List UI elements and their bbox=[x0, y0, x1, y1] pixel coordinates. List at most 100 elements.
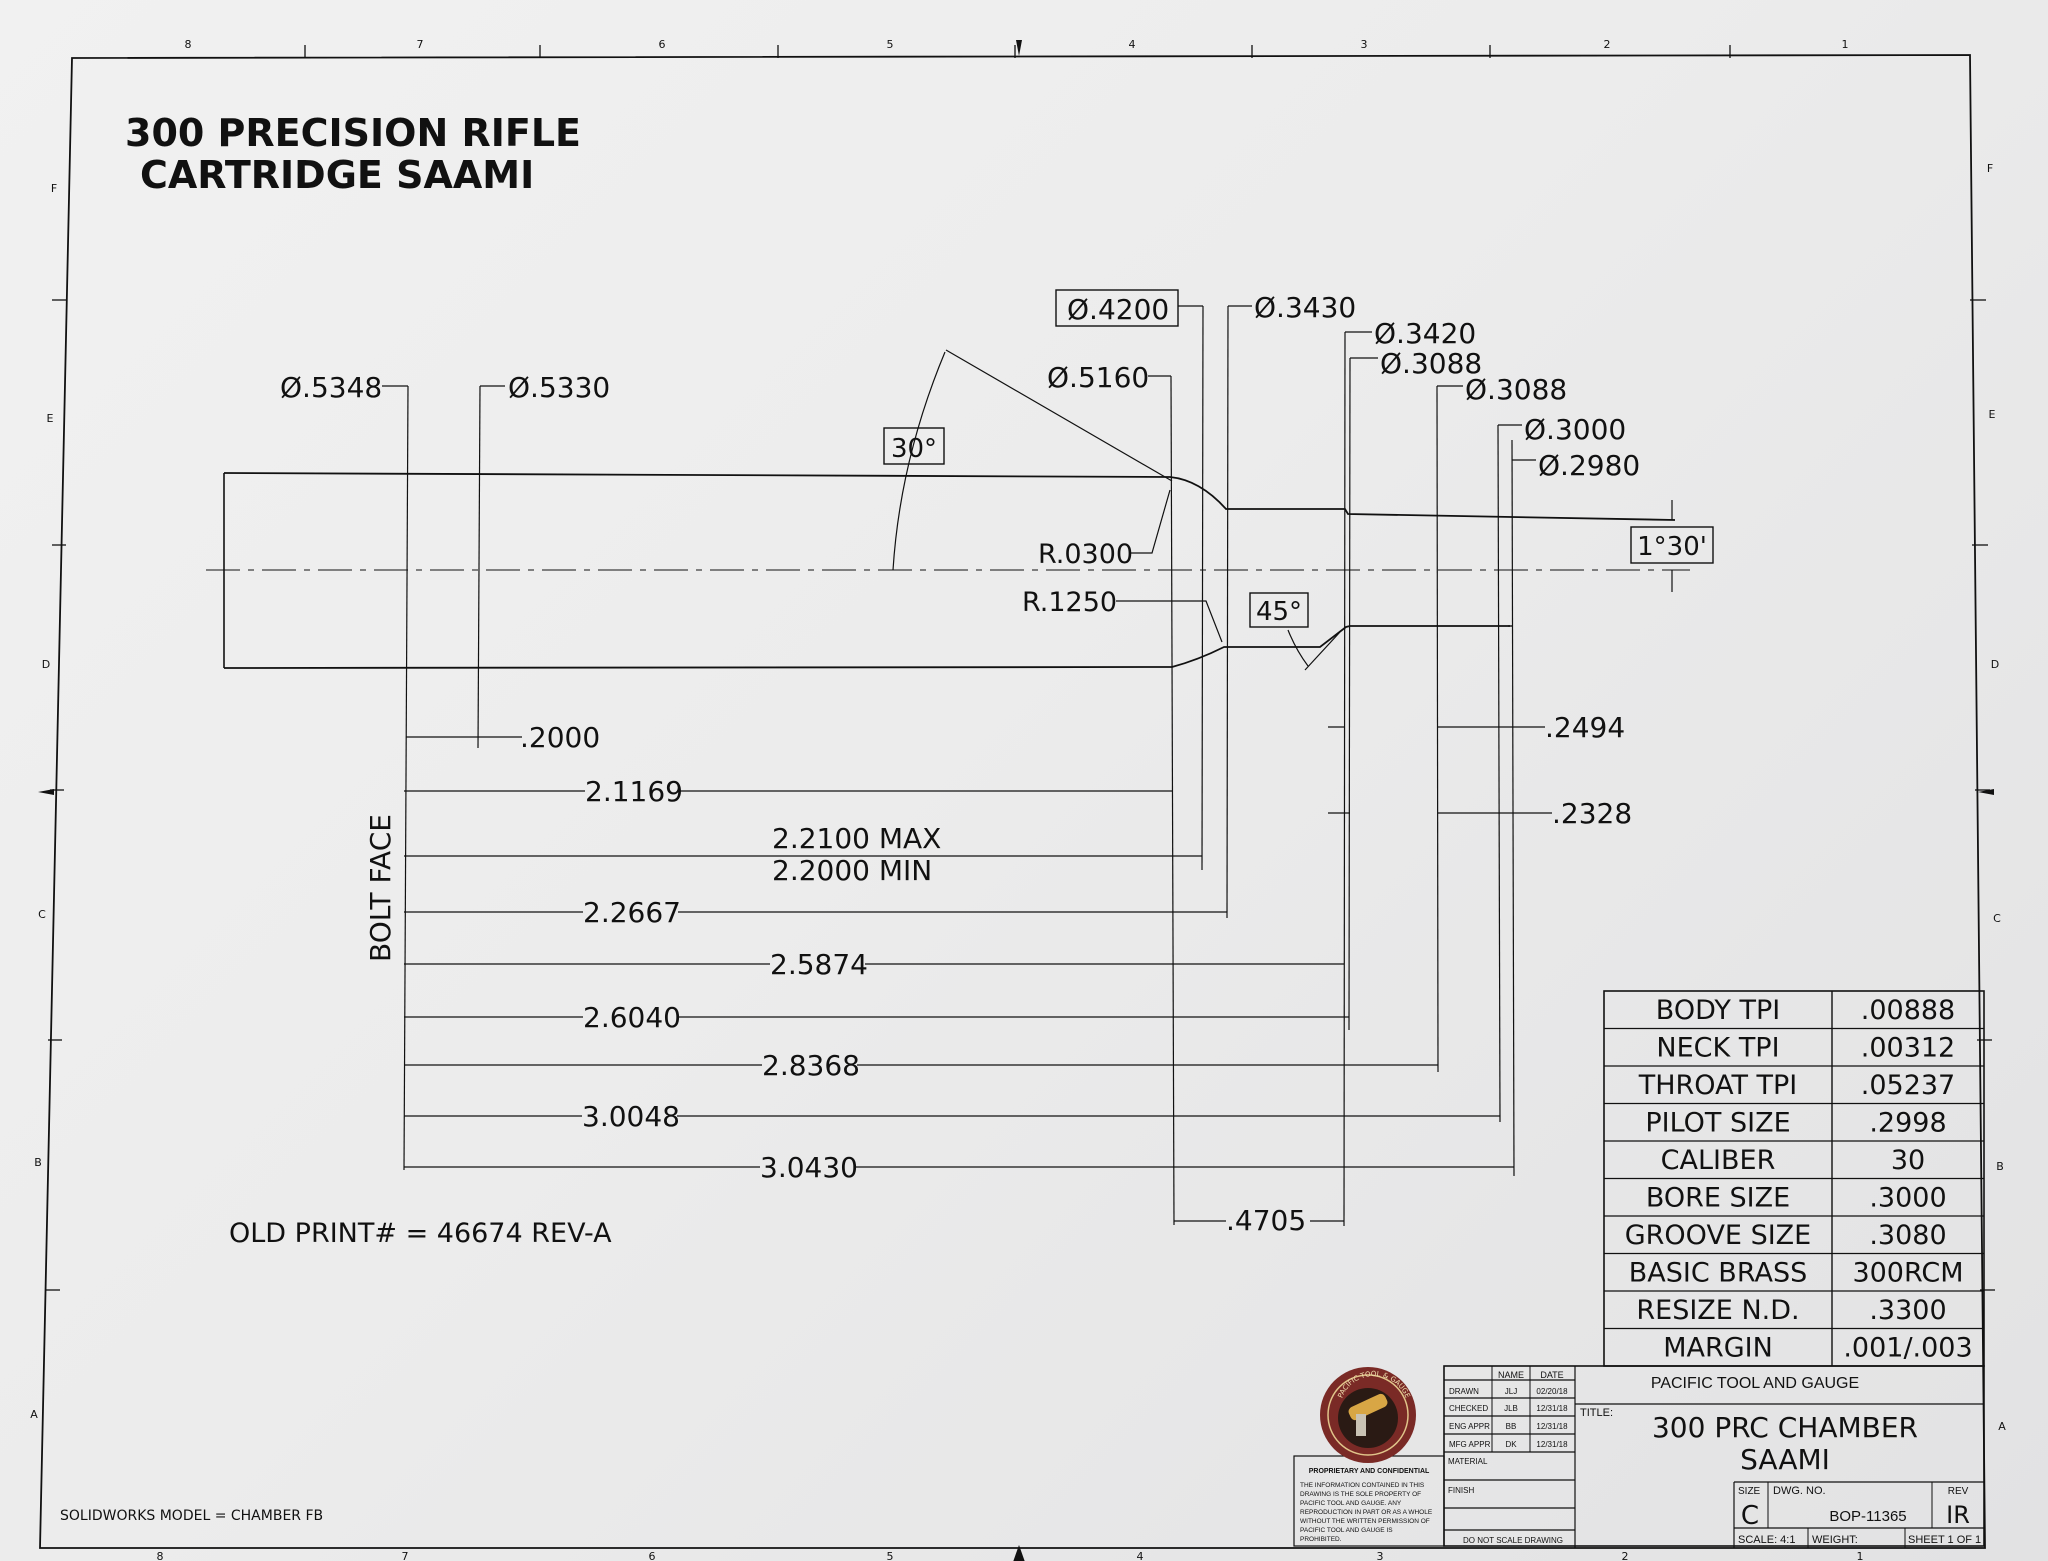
row-eng-appr-role: ENG APPR bbox=[1449, 1422, 1490, 1431]
row-eng-appr-date: 12/31/18 bbox=[1536, 1422, 1568, 1431]
svg-text:Ø.2980: Ø.2980 bbox=[1538, 449, 1640, 482]
zone-top-7: 7 bbox=[417, 38, 424, 51]
dim-dia-3088-throat: Ø.3088 bbox=[1437, 373, 1567, 406]
spec-label: BORE SIZE bbox=[1646, 1183, 1790, 1214]
angle-45: 45° bbox=[1249, 592, 1341, 671]
spec-label: RESIZE N.D. bbox=[1636, 1295, 1799, 1326]
svg-text:Ø.4200: Ø.4200 bbox=[1067, 293, 1169, 326]
dim-len-2-5874-value: 2.5874 bbox=[770, 948, 868, 981]
zone-bottom-2: 2 bbox=[1622, 1550, 1629, 1561]
drawing-title-line2: CARTRIDGE SAAMI bbox=[140, 153, 534, 197]
spec-value: .3300 bbox=[1869, 1295, 1946, 1326]
dim-len-3-0430-value: 3.0430 bbox=[760, 1151, 858, 1184]
spec-label: THROAT TPI bbox=[1638, 1070, 1798, 1101]
solidworks-note: SOLIDWORKS MODEL = CHAMBER FB bbox=[60, 1508, 323, 1524]
dim-len-3-0430: 3.0430 bbox=[404, 1151, 1514, 1184]
dim-len-2-6040-value: 2.6040 bbox=[583, 1001, 681, 1034]
row-checked-name: JLB bbox=[1504, 1404, 1518, 1413]
svg-text:Ø.5348: Ø.5348 bbox=[280, 371, 382, 404]
dim-len-2-8368-value: 2.8368 bbox=[762, 1049, 860, 1082]
zone-top-1: 1 bbox=[1842, 38, 1849, 51]
zone-top-5: 5 bbox=[887, 38, 894, 51]
no-scale-note: DO NOT SCALE DRAWING bbox=[1463, 1536, 1563, 1545]
dim-len-3-0048: 3.0048 bbox=[404, 1100, 1500, 1133]
dim-len-2-2100-max: 2.2100 MAX bbox=[772, 822, 941, 855]
spec-value: 300RCM bbox=[1852, 1258, 1963, 1289]
angle-45-label: 45° bbox=[1256, 597, 1302, 627]
radius-0300-label: R.0300 bbox=[1038, 539, 1133, 570]
diameter-symbol: Ø bbox=[1067, 293, 1089, 326]
dwg-no-value: BOP-11365 bbox=[1829, 1508, 1906, 1525]
dim-dia-4200-value: .4200 bbox=[1089, 293, 1169, 326]
drawing-border bbox=[39, 54, 1986, 1549]
zone-bottom-1: 1 bbox=[1857, 1550, 1864, 1561]
drawing-title-line1: 300 PRECISION RIFLE bbox=[125, 111, 581, 155]
dim-dia-2980: Ø.2980 bbox=[1512, 449, 1640, 482]
dim-len-2-1169: 2.1169 bbox=[404, 775, 1172, 808]
proprietary-line-3: PACIFIC TOOL AND GAUGE. ANY bbox=[1300, 1500, 1402, 1507]
size-value: C bbox=[1741, 1501, 1759, 1531]
zone-bottom-7: 7 bbox=[402, 1550, 409, 1561]
spec-label: CALIBER bbox=[1661, 1145, 1776, 1176]
proprietary-line-7: PROHIBITED. bbox=[1300, 1536, 1342, 1543]
extension-lines bbox=[403, 305, 1515, 1227]
zone-top-3: 3 bbox=[1361, 38, 1368, 51]
proprietary-line-6: PACIFIC TOOL AND GAUGE IS bbox=[1300, 1527, 1393, 1534]
spec-value: .3000 bbox=[1869, 1183, 1946, 1214]
zone-left-d: D bbox=[42, 658, 50, 671]
title-label: TITLE: bbox=[1580, 1407, 1613, 1419]
zone-right-a: A bbox=[1998, 1420, 2006, 1433]
zone-right-e: E bbox=[1989, 408, 1996, 421]
diameter-callouts: Ø.5348 Ø.5330 Ø.5160 Ø.4200 Ø.3430 Ø.342… bbox=[280, 289, 1640, 482]
dim-len-2-2000-min: 2.2000 MIN bbox=[772, 854, 932, 887]
part-title-line2: SAAMI bbox=[1740, 1443, 1830, 1476]
dim-dia-3420-value: .3420 bbox=[1396, 317, 1476, 350]
row-checked-date: 12/31/18 bbox=[1536, 1404, 1568, 1413]
zone-bottom-4: 4 bbox=[1137, 1550, 1144, 1561]
spec-value: .3080 bbox=[1869, 1220, 1946, 1251]
zone-marks bbox=[38, 40, 1995, 1561]
dim-dia-3420: Ø.3420 bbox=[1345, 317, 1476, 350]
dim-len-2-2667-value: 2.2667 bbox=[583, 896, 681, 929]
zone-left-f: F bbox=[51, 182, 57, 195]
dim-len-2328-value: .2328 bbox=[1552, 797, 1632, 830]
dim-dia-5330-value: .5330 bbox=[530, 371, 610, 404]
dim-len-2-6040: 2.6040 bbox=[404, 1001, 1349, 1034]
radius-1250: R.1250 bbox=[1022, 587, 1223, 643]
row-eng-appr-name: BB bbox=[1506, 1422, 1517, 1431]
diameter-symbol: Ø bbox=[1374, 317, 1396, 350]
svg-text:Ø.5160: Ø.5160 bbox=[1047, 361, 1149, 394]
company-name: PACIFIC TOOL AND GAUGE bbox=[1651, 1375, 1859, 1392]
sheet-value: SHEET 1 OF 1 bbox=[1908, 1534, 1981, 1546]
angle-30-label: 30° bbox=[891, 434, 937, 464]
company-logo: PACIFIC TOOL & GAUGE bbox=[1320, 1367, 1416, 1463]
spec-label: GROOVE SIZE bbox=[1625, 1220, 1811, 1251]
zone-left-c: C bbox=[38, 908, 46, 921]
spec-value: 30 bbox=[1891, 1145, 1925, 1176]
svg-text:Ø.5330: Ø.5330 bbox=[508, 371, 610, 404]
svg-text:Ø.3420: Ø.3420 bbox=[1374, 317, 1476, 350]
scale-value: SCALE: 4:1 bbox=[1738, 1534, 1795, 1546]
zone-top-2: 2 bbox=[1604, 38, 1611, 51]
dim-len-2-1169-value: 2.1169 bbox=[585, 775, 683, 808]
title-block-text: PACIFIC TOOL AND GAUGE NAME DATE DRAWN J… bbox=[1300, 1370, 1981, 1546]
col-date-header: DATE bbox=[1540, 1370, 1563, 1380]
material-label: MATERIAL bbox=[1448, 1457, 1488, 1466]
spec-value: .001/.003 bbox=[1843, 1333, 1972, 1364]
zone-labels: 8 7 6 5 4 3 2 1 8 7 6 5 4 3 2 1 F E D C … bbox=[30, 38, 2006, 1561]
dwg-no-label: DWG. NO. bbox=[1773, 1485, 1826, 1497]
row-drawn-date: 02/20/18 bbox=[1536, 1387, 1568, 1396]
spec-value: .00312 bbox=[1861, 1033, 1955, 1064]
zone-bottom-5: 5 bbox=[887, 1550, 894, 1561]
row-checked-role: CHECKED bbox=[1449, 1404, 1488, 1413]
svg-text:Ø.3430: Ø.3430 bbox=[1254, 291, 1356, 324]
dim-dia-3088-throat-value: .3088 bbox=[1487, 373, 1567, 406]
part-title-line1: 300 PRC CHAMBER bbox=[1652, 1411, 1918, 1444]
diameter-symbol: Ø bbox=[1380, 347, 1402, 380]
proprietary-title: PROPRIETARY AND CONFIDENTIAL bbox=[1309, 1468, 1430, 1475]
spec-label: NECK TPI bbox=[1656, 1033, 1779, 1064]
finish-label: FINISH bbox=[1448, 1486, 1474, 1495]
zone-bottom-8: 8 bbox=[157, 1550, 164, 1561]
